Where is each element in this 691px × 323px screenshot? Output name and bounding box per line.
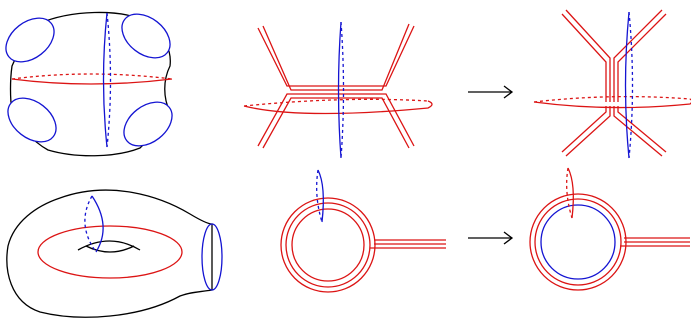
horizontal-cycle-front: [11, 78, 173, 85]
bottom-transition-arrow: [468, 231, 514, 245]
blue-loop-front: [317, 169, 324, 223]
blue-cycle-back: [340, 21, 345, 159]
ribbon-lower-inner: [262, 97, 410, 149]
blue-cycle-front: [624, 11, 630, 159]
blue-cycle-front: [337, 21, 342, 159]
red-loop-front: [567, 167, 574, 219]
bottom-middle-ribbon-graph: [280, 169, 446, 293]
ribbon-inner-line: [262, 23, 410, 91]
ribbon-lower-left-outer: [561, 106, 607, 153]
ring-mid: [285, 202, 371, 288]
ribbon-lower-right-outer: [617, 106, 667, 153]
boundary-circle-bottom-right: [123, 101, 173, 147]
arrow-head: [503, 231, 514, 245]
ribbon-upper-left-inner: [561, 13, 607, 102]
top-left-surface-panel: [5, 11, 173, 157]
blue-inner-cycle: [540, 204, 616, 280]
ribbon-lower-right-inner: [613, 106, 663, 157]
ribbon-upper-left-outer: [565, 9, 611, 102]
ribbon-upper-right: [613, 9, 663, 102]
torus-hole-lower: [85, 245, 135, 253]
boundary-circle-top-left: [5, 17, 55, 63]
ring-outer: [529, 193, 627, 291]
vertical-cycle-front: [102, 12, 108, 148]
boundary-circle-top-right: [121, 13, 171, 59]
boundary-circle-right: [201, 223, 223, 291]
boundary-circle-bottom-left: [7, 97, 57, 143]
torus-hole-upper: [77, 240, 141, 251]
red-cycle-back: [243, 98, 429, 107]
top-middle-ribbon-graph: [243, 21, 433, 159]
red-loop-back: [566, 167, 573, 219]
ring-mid: [534, 198, 622, 286]
bottom-left-torus-panel: [6, 189, 223, 318]
ribbon-lower-left-inner: [565, 106, 611, 157]
ring-inner: [291, 208, 365, 282]
ribbon-lower-outer: [257, 93, 415, 147]
ring-outer: [280, 197, 376, 293]
ribbon-upper-right-inner: [617, 13, 667, 102]
surface-outline: [6, 189, 213, 318]
arrow-head: [503, 85, 514, 99]
ribbon-outer-line: [257, 25, 415, 87]
blue-cycle-back: [628, 11, 634, 159]
blue-meridian-front: [91, 195, 104, 253]
blue-loop-back: [316, 169, 323, 223]
red-cycle-front: [243, 100, 433, 115]
horizontal-cycle-back: [11, 73, 173, 80]
top-transition-arrow: [468, 85, 514, 99]
bottom-right-ribbon-graph: [529, 167, 690, 291]
blue-meridian-back: [84, 195, 97, 253]
red-cycle-back: [533, 95, 691, 103]
top-right-ribbon-graph: [533, 9, 691, 159]
red-cycle: [37, 225, 183, 279]
vertical-cycle-back: [106, 12, 112, 148]
red-cycle-front: [533, 98, 691, 109]
